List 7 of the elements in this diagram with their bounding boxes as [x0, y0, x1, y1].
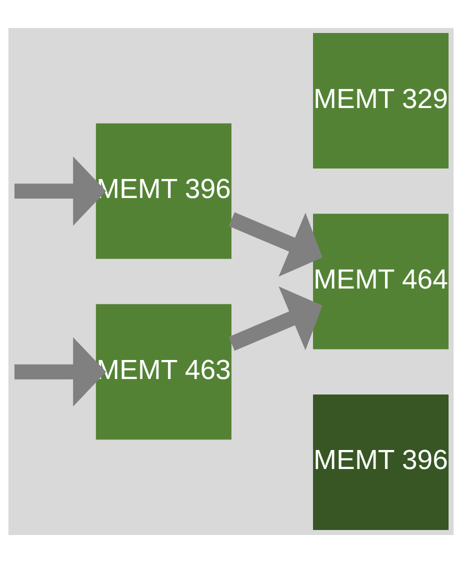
arrow: [14, 337, 106, 406]
node-box: MEMT 464: [313, 214, 449, 350]
node-box: MEMT 329: [313, 33, 449, 169]
node-box: MEMT 396: [313, 394, 449, 530]
arrow: [228, 286, 322, 351]
arrow: [14, 156, 106, 226]
arrow: [228, 212, 322, 277]
